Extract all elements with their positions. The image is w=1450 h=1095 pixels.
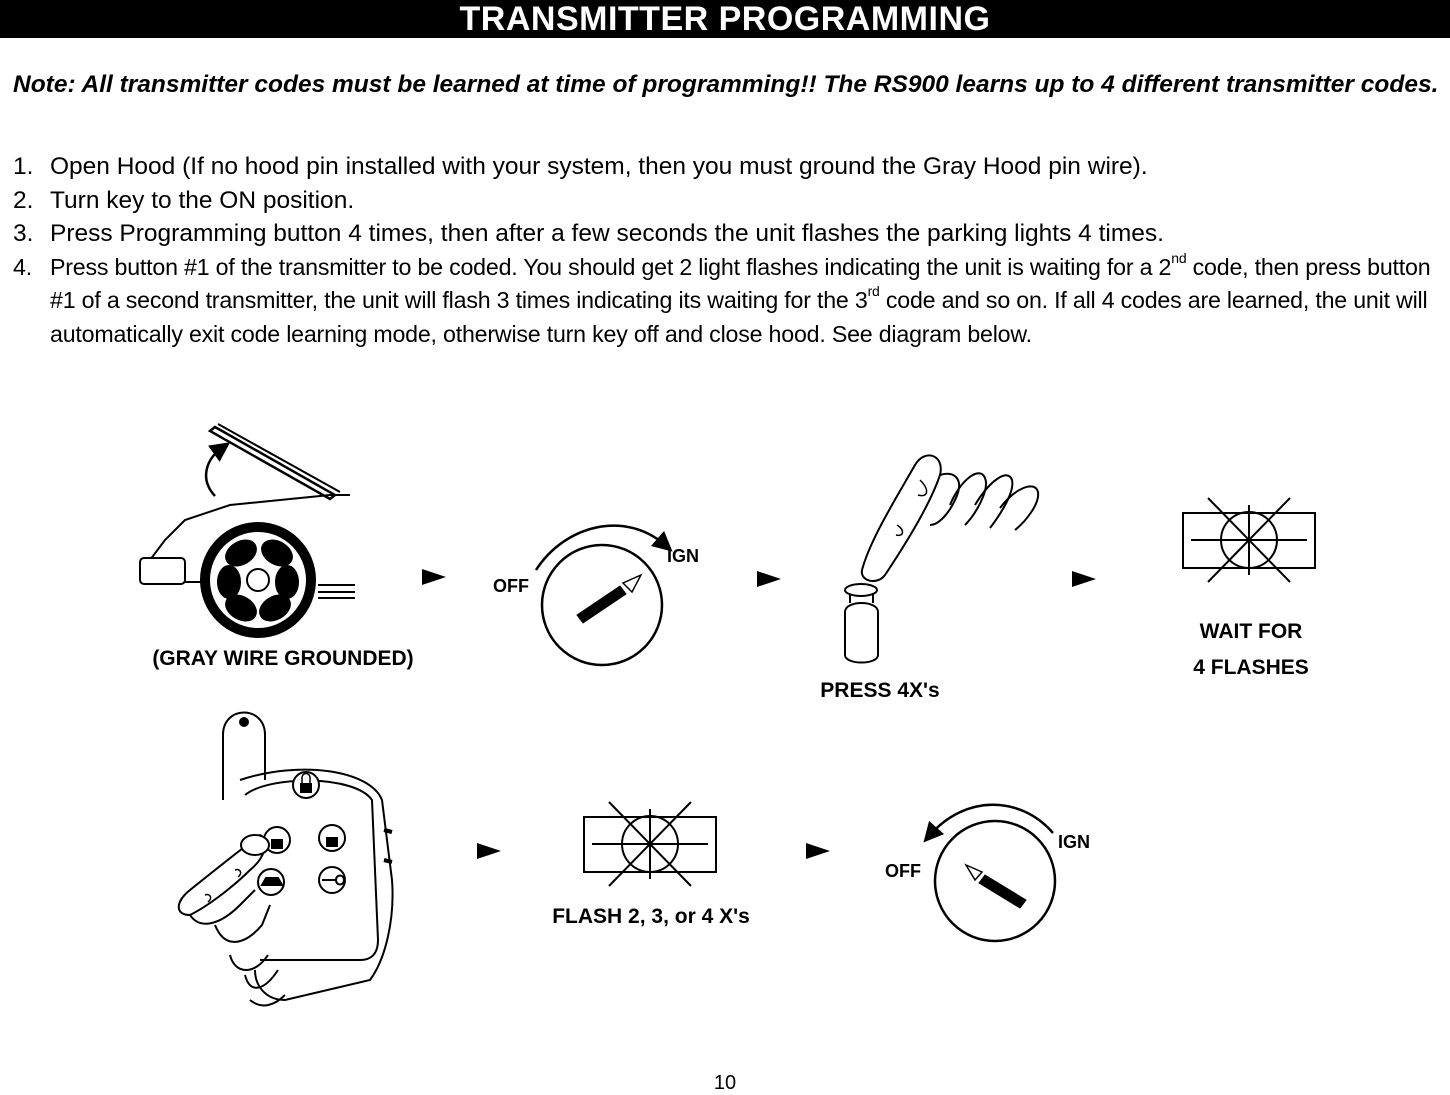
ordinal-suffix: nd — [1171, 249, 1187, 266]
note-text: Note: All transmitter codes must be lear… — [13, 71, 1439, 98]
step-2: 2. Turn key to the ON position. — [13, 184, 1443, 218]
flashing-light-icon — [583, 801, 717, 887]
ignition-switch-icon — [923, 803, 1057, 943]
step-text-part-c: code and so on. If all 4 codes are learn… — [50, 287, 1428, 347]
hood-caption: (GRAY WIRE GROUNDED) — [152, 647, 413, 670]
step-number: 3. — [13, 220, 34, 247]
press-caption: PRESS 4X's — [820, 679, 939, 702]
flash-caption: FLASH 2, 3, or 4 X's — [552, 905, 750, 928]
step-number: 1. — [13, 153, 34, 180]
arrow-right-icon — [806, 843, 830, 859]
ign-label: IGN — [667, 546, 699, 566]
flashing-light-icon — [1182, 497, 1316, 583]
step-4: 4. Press button #1 of the transmitter to … — [13, 251, 1443, 352]
off-label: OFF — [885, 861, 921, 881]
step-3: 3. Press Programming button 4 times, then… — [13, 217, 1443, 251]
ign-label: IGN — [1058, 832, 1090, 852]
step-number: 2. — [13, 186, 34, 214]
step-text: Open Hood (If no hood pin installed with… — [50, 153, 1148, 180]
ignition-switch-icon — [534, 524, 673, 667]
finger-press-button-icon — [844, 454, 1040, 664]
step-text: Press Programming button 4 times, then a… — [50, 220, 1164, 247]
step-text-part-a: Press button #1 of the transmitter to be… — [50, 253, 1172, 280]
off-label: OFF — [493, 576, 529, 596]
wait-caption-line2: 4 FLASHES — [1193, 656, 1309, 679]
instruction-list: 1. Open Hood (If no hood pin installed wi… — [13, 150, 1443, 351]
step-number: 4. — [13, 253, 32, 280]
ordinal-suffix: rd — [867, 283, 880, 299]
arrow-right-icon — [757, 571, 781, 587]
step-text: Turn key to the ON position. — [50, 186, 355, 214]
step-1: 1. Open Hood (If no hood pin installed wi… — [13, 150, 1443, 184]
page-title: TRANSMITTER PROGRAMMING — [0, 0, 1450, 38]
step-text-part-b: code, then press button #1 of a second t… — [50, 253, 1431, 314]
page-number: 10 — [713, 1072, 737, 1094]
arrow-right-icon — [1072, 571, 1096, 587]
arrow-right-icon — [422, 569, 446, 585]
wait-caption-line1: WAIT FOR — [1200, 620, 1303, 643]
arrow-right-icon — [477, 843, 501, 859]
car-hood-open-icon — [139, 423, 355, 638]
transmitter-remote-icon — [177, 711, 394, 1007]
